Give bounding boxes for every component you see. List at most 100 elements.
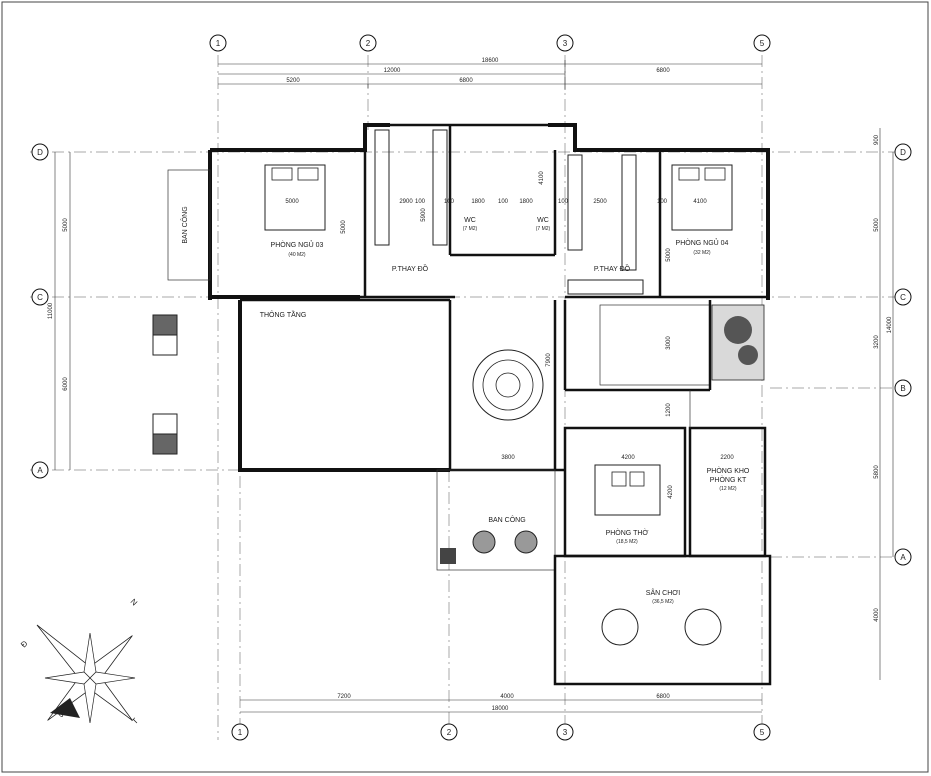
compass-n: N (129, 597, 140, 608)
dim-int-7: 100 (498, 199, 509, 205)
planters (711, 304, 765, 381)
dim-int-14: 5000 (666, 248, 672, 262)
dim-right-span-4: 5800 (874, 465, 880, 479)
axis-bottom-3: 3 (563, 728, 568, 737)
play-tables (601, 608, 722, 646)
grid-lines (30, 55, 905, 740)
dim-int-8: 1800 (519, 199, 533, 205)
bedroom3-name: PHÒNG NGỦ 03 (271, 240, 324, 249)
wc-left-name: WC (464, 217, 476, 224)
dim-int-9: 100 (558, 199, 569, 205)
axis-bubbles-bottom: 1 2 3 5 (231, 723, 771, 741)
dim-right-span-1: 900 (874, 134, 880, 145)
dim-int-6: 1800 (471, 199, 485, 205)
bedroom4-area: (32 M2) (693, 250, 711, 256)
interior-dimensions: 5000 5000 2900 5900 100 1800 100 1800 10… (285, 171, 734, 499)
dim-int-1: 5000 (285, 199, 299, 205)
dim-bottom-span-2: 4000 (500, 694, 514, 700)
balcony-left-name: BAN CÔNG (180, 206, 189, 243)
dim-int-22: 100 (415, 199, 426, 205)
axis-left-d: D (37, 148, 43, 157)
worship-area: (18,5 M2) (616, 539, 638, 545)
axis-bubbles-top: 1 2 3 5 (209, 34, 771, 52)
columns (152, 314, 456, 564)
wc-left-area: (7 M2) (463, 226, 478, 232)
dim-top-span-2: 6800 (459, 78, 473, 84)
dim-right-total: 14000 (887, 316, 893, 333)
balcony-mid-name: BAN CÔNG (488, 515, 525, 524)
axis-top-2: 2 (366, 39, 371, 48)
play-name: SÂN CHƠI (646, 588, 680, 597)
axis-top-5: 5 (760, 39, 765, 48)
dim-left-span-2: 6000 (63, 377, 69, 391)
axis-top-3: 3 (563, 39, 568, 48)
dressing-left-name: P.THAY ĐỒ (392, 263, 429, 273)
axis-bottom-1: 1 (238, 728, 243, 737)
play-area: (36,5 M2) (652, 599, 674, 605)
storage-sub: PHÒNG KT (710, 475, 747, 484)
round-table (472, 349, 544, 421)
dim-int-18: 4200 (668, 485, 674, 499)
dressing-right-name: P.THAY ĐỒ (594, 263, 631, 273)
dim-int-13: 4100 (693, 199, 707, 205)
bedroom3-area: (40 M2) (288, 252, 306, 258)
compass-d: Đ (19, 639, 30, 650)
dim-int-17: 4200 (621, 455, 635, 461)
worship-name: PHÒNG THỜ (606, 528, 649, 537)
bedroom4-name: PHÒNG NGỦ 04 (676, 238, 729, 247)
axis-left-a: A (37, 466, 43, 475)
storage-area: (12 M2) (719, 486, 737, 492)
axis-top-1: 1 (216, 39, 221, 48)
dim-right-span-2: 5000 (874, 218, 880, 232)
dim-int-4: 5900 (421, 208, 427, 222)
dim-int-11: 100 (657, 199, 668, 205)
axis-right-c: C (900, 293, 906, 302)
wardrobes (374, 129, 644, 295)
dim-top-group: 12000 (384, 68, 401, 74)
dim-int-12: 2500 (593, 199, 607, 205)
dim-int-5: 100 (444, 199, 455, 205)
axis-right-d: D (900, 148, 906, 157)
axis-right-a: A (900, 553, 906, 562)
dim-bottom-span-3: 6800 (656, 694, 670, 700)
right-dimensions: 900 5000 3200 5800 4000 14000 (874, 128, 894, 680)
dim-right-span-3: 3200 (874, 335, 880, 349)
void-name: THÔNG TẦNG (260, 309, 307, 319)
wc-right-name: WC (537, 217, 549, 224)
top-dimensions: 18600 12000 5200 6800 6800 (218, 58, 762, 90)
storage-name: PHÒNG KHO (707, 466, 750, 475)
dim-int-16: 3800 (501, 455, 515, 461)
dim-int-3: 2900 (399, 199, 413, 205)
dim-left-total: 11000 (48, 302, 54, 319)
axis-left-c: C (37, 293, 43, 302)
dim-bottom-total: 18000 (492, 706, 509, 712)
axis-bubbles-right: D C B A (894, 143, 912, 566)
dim-int-19: 2200 (720, 455, 734, 461)
dim-int-20: 1200 (666, 403, 672, 417)
dim-int-2: 5000 (341, 220, 347, 234)
dim-int-21: 3000 (666, 336, 672, 350)
dim-top-total: 18600 (482, 58, 499, 64)
axis-bubbles-left: D C A (31, 143, 49, 479)
dim-int-15: 7900 (546, 353, 552, 367)
axis-bottom-2: 2 (447, 728, 452, 737)
dim-bottom-span-1: 7200 (337, 694, 351, 700)
walls (167, 123, 772, 686)
dim-int-10: 4100 (539, 171, 545, 185)
compass-b: B (57, 709, 67, 719)
dim-left-span-1: 5000 (63, 218, 69, 232)
dim-right-span-5: 4000 (874, 608, 880, 622)
axis-bottom-5: 5 (760, 728, 765, 737)
dim-top-span-1: 5200 (286, 78, 300, 84)
left-dimensions: 11000 5000 6000 (48, 152, 71, 470)
bottom-dimensions: 7200 4000 6800 18000 (240, 694, 762, 713)
balcony-chairs (472, 530, 538, 554)
compass-t: T (130, 716, 140, 726)
axis-right-b: B (900, 384, 905, 393)
room-labels: PHÒNG NGỦ 03 (40 M2) PHÒNG NGỦ 04 (32 M2… (180, 206, 750, 605)
wc-right-area: (7 M2) (536, 226, 551, 232)
beds (264, 164, 733, 516)
compass-rose: N Đ B T (19, 597, 140, 726)
